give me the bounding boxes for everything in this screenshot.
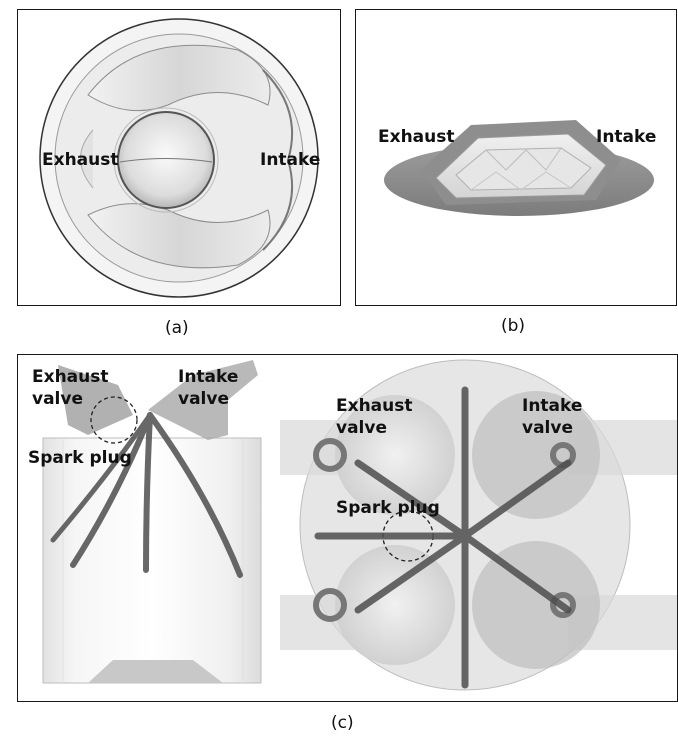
top-label-intake-valve-line2: valve	[522, 418, 573, 438]
caption-c: (c)	[331, 713, 354, 733]
top-label-intake-valve-line1: Intake	[522, 396, 582, 416]
panel-a-piston-top-view: Exhaust Intake	[17, 9, 341, 306]
top-label-spark-plug: Spark plug	[336, 498, 440, 518]
top-label-exhaust-valve-line2: valve	[336, 418, 387, 438]
side-label-spark-plug: Spark plug	[28, 448, 132, 468]
caption-b: (b)	[501, 316, 525, 336]
caption-a: (a)	[165, 318, 189, 338]
label-intake: Intake	[260, 150, 320, 170]
piston-perspective-render	[356, 10, 676, 305]
label-exhaust: Exhaust	[42, 150, 119, 170]
panel-c-spray-visualization: Exhaust valve Intake valve Spark plug Ex…	[17, 354, 678, 702]
label-exhaust: Exhaust	[378, 127, 455, 147]
side-label-intake-valve-line1: Intake	[178, 367, 238, 387]
top-label-exhaust-valve-line1: Exhaust	[336, 396, 413, 416]
side-label-exhaust-valve-line1: Exhaust	[32, 367, 109, 387]
side-label-exhaust-valve-line2: valve	[32, 389, 83, 409]
label-intake: Intake	[596, 127, 656, 147]
side-label-intake-valve-line2: valve	[178, 389, 229, 409]
panel-b-piston-perspective-view: Exhaust Intake	[355, 9, 677, 306]
